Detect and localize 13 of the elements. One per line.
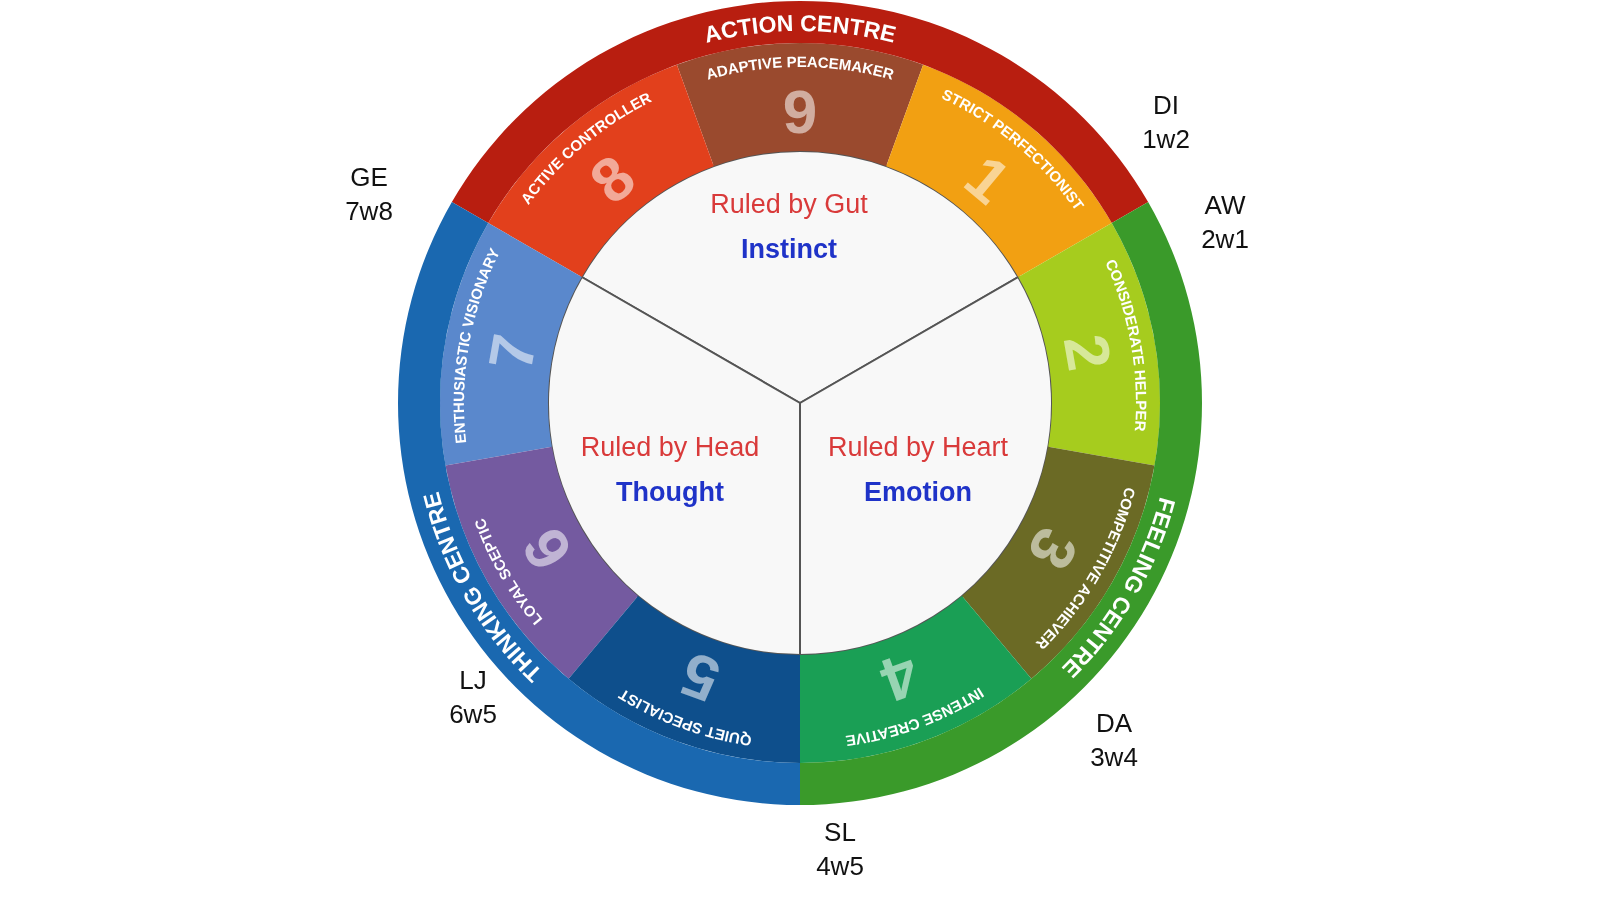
sector-keyword: Emotion xyxy=(864,477,972,507)
sector-keyword: Instinct xyxy=(741,234,837,264)
sector-keyword: Thought xyxy=(616,477,724,507)
wing-label: DI 1w2 xyxy=(1142,89,1190,156)
band-title: ACTION CENTRE xyxy=(701,9,899,48)
wing-label: GE 7w8 xyxy=(345,161,393,228)
sector-heading: Ruled by Head xyxy=(580,432,760,462)
wing-label: DA 3w4 xyxy=(1090,707,1138,774)
wing-label: AW 2w1 xyxy=(1201,189,1249,256)
segment-number: 7 xyxy=(475,329,550,376)
sector-heading: Ruled by Gut xyxy=(710,189,868,219)
sector-heading: Ruled by Heart xyxy=(827,432,1009,462)
wing-label: SL 4w5 xyxy=(816,816,864,883)
